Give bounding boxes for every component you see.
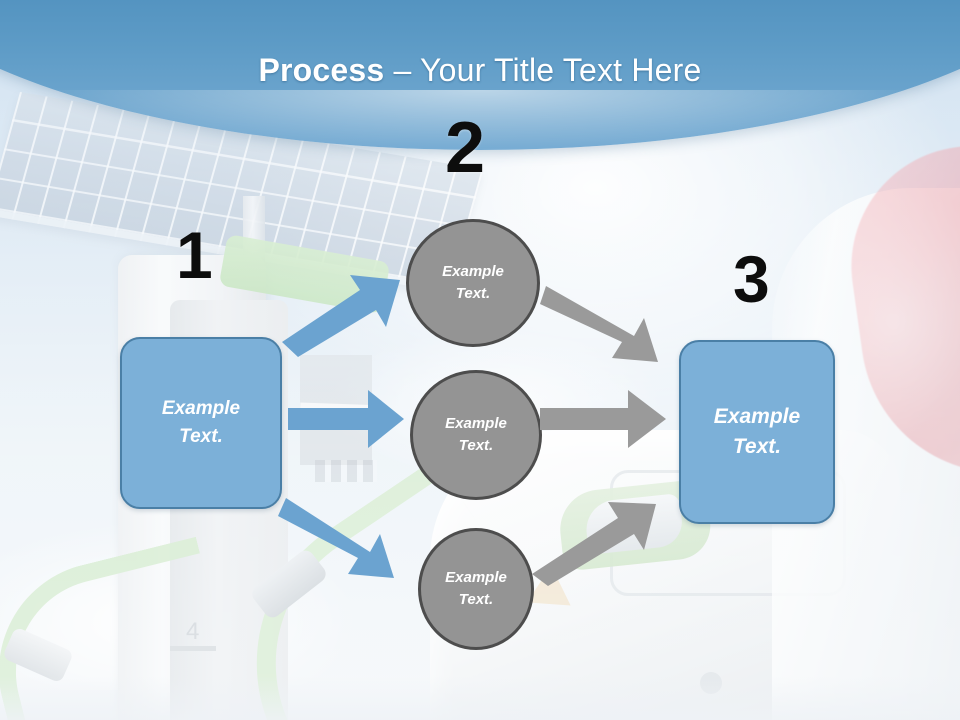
step-3-box-line1: Example	[713, 404, 801, 428]
arrow-up-right-blue-icon	[282, 272, 402, 357]
arrow-up-right-gray-icon	[532, 494, 662, 586]
arrow-right-blue-icon	[288, 388, 406, 450]
circle-3-line2: Text.	[458, 591, 494, 608]
page-title-bold: Process	[258, 52, 385, 88]
step-2-circle-bottom-text: Example Text.	[445, 567, 507, 611]
step-number-3: 3	[733, 242, 770, 316]
arrow-down-right-blue-icon	[278, 486, 404, 578]
circle-3-line1: Example	[445, 569, 507, 587]
circle-1-line1: Example	[442, 263, 504, 281]
bottom-fade-strip	[0, 676, 960, 720]
step-1-box-line2: Text.	[179, 426, 223, 447]
page-title-rest: – Your Title Text Here	[384, 52, 702, 88]
arrow-right-gray-icon	[540, 388, 668, 450]
circle-2-line1: Example	[445, 415, 507, 433]
step-2-circle-top-text: Example Text.	[442, 261, 504, 305]
step-1-box[interactable]: Example Text.	[120, 337, 282, 509]
arrow-down-right-gray-icon	[538, 278, 666, 362]
step-3-box-line2: Text.	[732, 435, 782, 458]
step-2-circle-middle-text: Example Text.	[445, 413, 507, 457]
step-1-box-line1: Example	[161, 398, 241, 420]
step-1-box-text: Example Text.	[162, 395, 240, 450]
step-2-circle-middle[interactable]: Example Text.	[410, 370, 542, 500]
circle-2-line2: Text.	[458, 437, 494, 454]
step-2-circle-top[interactable]: Example Text.	[406, 219, 540, 347]
step-3-box-text: Example Text.	[714, 402, 800, 463]
step-number-1: 1	[176, 218, 213, 292]
step-3-box[interactable]: Example Text.	[679, 340, 835, 524]
step-2-circle-bottom[interactable]: Example Text.	[418, 528, 534, 650]
circle-1-line2: Text.	[455, 285, 491, 302]
step-number-2: 2	[445, 108, 486, 188]
page-title: Process – Your Title Text Here	[0, 52, 960, 89]
